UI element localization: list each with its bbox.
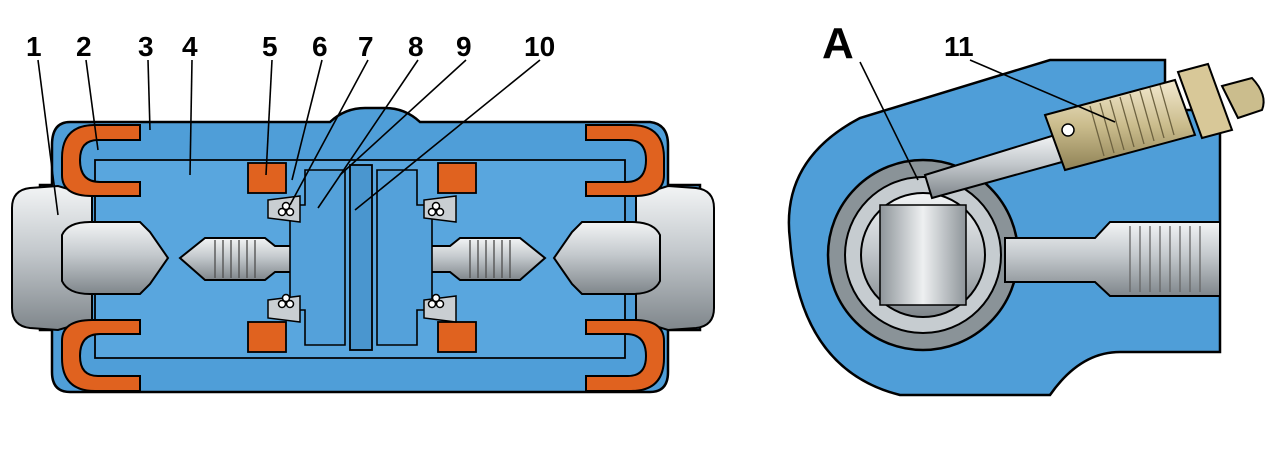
- label-4: 4: [182, 31, 198, 62]
- ring-flat: [879, 204, 967, 306]
- view-a-section: [787, 58, 1265, 397]
- seal-lower-right: [437, 321, 477, 353]
- boot-upper-right: [585, 124, 665, 197]
- label-9: 9: [456, 31, 472, 62]
- bleeder-thread: [1089, 84, 1175, 157]
- label-7: 7: [358, 31, 374, 62]
- seal-lower-left: [247, 321, 287, 353]
- cylinder-section: [11, 106, 715, 394]
- boot-lower-right: [585, 319, 665, 392]
- lower-channel-thread: [1129, 226, 1201, 292]
- leader-lines: [37, 59, 1116, 216]
- label-view-a: A: [822, 19, 854, 68]
- label-3: 3: [138, 31, 154, 62]
- label-1: 1: [26, 31, 42, 62]
- protective-boots: [61, 124, 665, 392]
- piston-seals: [247, 162, 477, 353]
- center-divider: [349, 164, 373, 351]
- left-piston-head: [61, 221, 170, 295]
- bleeder-hole: [1061, 123, 1075, 137]
- boot-lower-left: [61, 319, 141, 392]
- right-piston-head: [552, 221, 661, 295]
- bleeder-fitting: [1043, 78, 1197, 172]
- label-5: 5: [262, 31, 278, 62]
- left-pusher-thread: [214, 240, 256, 278]
- boot-upper-left: [61, 124, 141, 197]
- right-pusher-thread: [469, 240, 511, 278]
- bleeder-hex: [1176, 62, 1234, 140]
- bleeder-nipple: [1220, 76, 1265, 120]
- label-11: 11: [944, 31, 974, 62]
- label-2: 2: [76, 31, 92, 62]
- label-6: 6: [312, 31, 328, 62]
- label-10: 10: [524, 31, 555, 62]
- seal-upper-right: [437, 162, 477, 194]
- callout-labels: 1 2 3 4 5 6 7 8 9 10 A 11: [26, 19, 974, 68]
- label-8: 8: [408, 31, 424, 62]
- spring-rings: [277, 201, 445, 309]
- lower-channel: [1004, 221, 1221, 297]
